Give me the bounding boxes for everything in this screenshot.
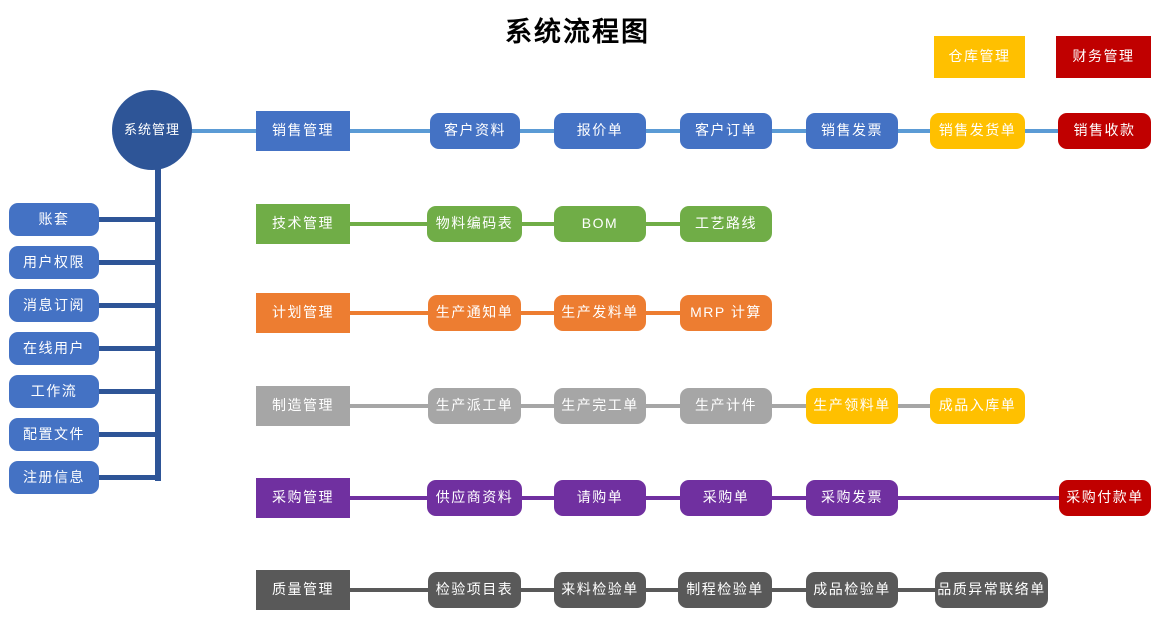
node-manufacturing-management: 制造管理 (256, 386, 350, 426)
node-finished-goods-inspection: 成品检验单 (806, 572, 898, 608)
node-finished-goods-inbound: 成品入库单 (930, 388, 1025, 424)
node-user-permissions: 用户权限 (9, 246, 99, 279)
node-message-subscription: 消息订阅 (9, 289, 99, 322)
node-planning-management: 计划管理 (256, 293, 350, 333)
node-purchasing-management: 采购管理 (256, 478, 350, 518)
node-production-notice: 生产通知单 (428, 295, 521, 331)
sidebar-connector-line (97, 389, 161, 394)
root-to-sales-connector-line (190, 129, 258, 133)
node-configuration-file: 配置文件 (9, 418, 99, 451)
node-purchase-requisition: 请购单 (554, 480, 646, 516)
sidebar-connector-line (97, 260, 161, 265)
node-workflow: 工作流 (9, 375, 99, 408)
sidebar-connector-line (97, 217, 161, 222)
node-incoming-inspection: 来料检验单 (554, 572, 646, 608)
node-production-completion: 生产完工单 (554, 388, 646, 424)
node-quality-management: 质量管理 (256, 570, 350, 610)
node-warehouse-management: 仓库管理 (934, 36, 1025, 78)
node-sales-delivery-note: 销售发货单 (930, 113, 1025, 149)
node-online-users: 在线用户 (9, 332, 99, 365)
node-registration-info: 注册信息 (9, 461, 99, 494)
sidebar-connector-line (97, 346, 161, 351)
node-production-material-requisition: 生产领料单 (806, 388, 898, 424)
tree-vertical-line (155, 168, 161, 481)
node-customer-order: 客户订单 (680, 113, 772, 149)
node-production-dispatch: 生产派工单 (428, 388, 521, 424)
node-system-management: 系统管理 (112, 90, 192, 170)
node-sales-invoice: 销售发票 (806, 113, 898, 149)
node-mrp-calculation: MRP 计算 (680, 295, 772, 331)
node-material-code-table: 物料编码表 (427, 206, 522, 242)
node-production-piecework: 生产计件 (680, 388, 772, 424)
sidebar-connector-line (97, 432, 161, 437)
node-bom: BOM (554, 206, 646, 242)
node-purchase-invoice: 采购发票 (806, 480, 898, 516)
node-purchase-order: 采购单 (680, 480, 772, 516)
node-production-material-issue: 生产发料单 (554, 295, 646, 331)
node-quality-abnormality-contact: 品质异常联络单 (935, 572, 1048, 608)
node-purchase-payment: 采购付款单 (1059, 480, 1151, 516)
node-customer-data: 客户资料 (430, 113, 520, 149)
node-supplier-data: 供应商资料 (427, 480, 522, 516)
node-quotation: 报价单 (554, 113, 646, 149)
node-technology-management: 技术管理 (256, 204, 350, 244)
node-sales-management: 销售管理 (256, 111, 350, 151)
node-process-route: 工艺路线 (680, 206, 772, 242)
sidebar-connector-line (97, 303, 161, 308)
sidebar-connector-line (97, 475, 161, 480)
node-inspection-item-table: 检验项目表 (428, 572, 521, 608)
node-account-set: 账套 (9, 203, 99, 236)
node-in-process-inspection: 制程检验单 (678, 572, 772, 608)
node-sales-receipt: 销售收款 (1058, 113, 1151, 149)
node-finance-management: 财务管理 (1056, 36, 1151, 78)
page-title: 系统流程图 (505, 17, 650, 47)
